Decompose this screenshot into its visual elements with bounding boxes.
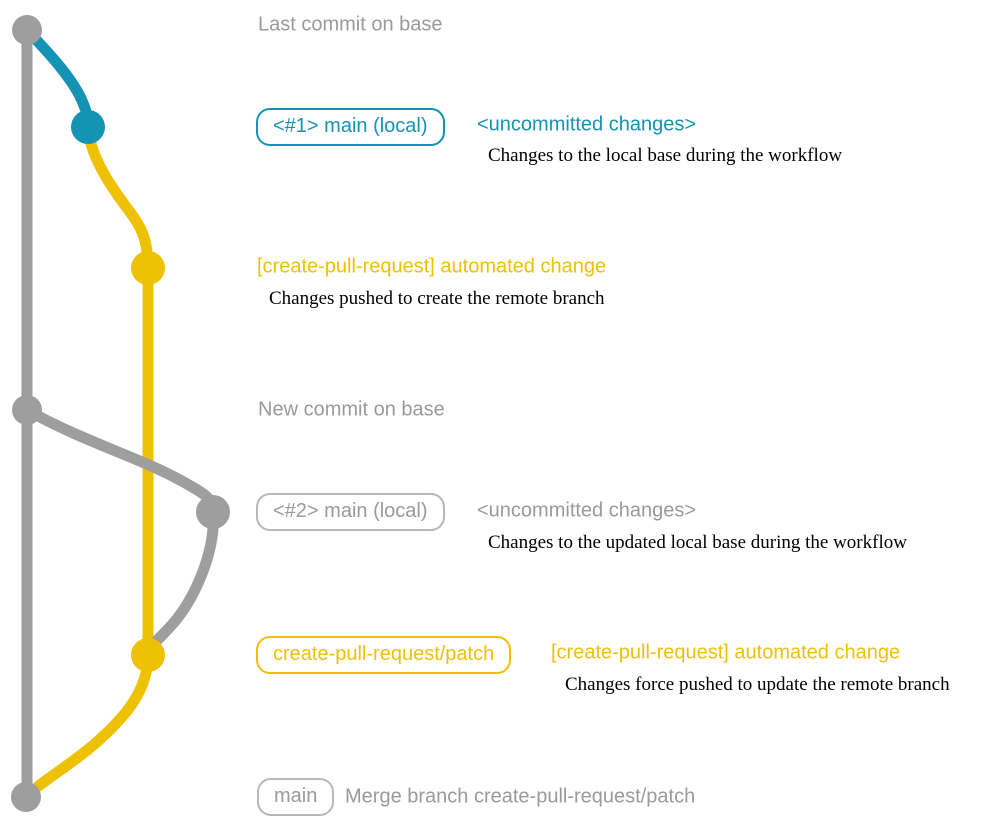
branch-badge-main-local-2: <#2> main (local): [256, 493, 445, 531]
commit-node-main-local-1: [71, 110, 105, 144]
commit1-message: <uncommitted changes>: [477, 113, 697, 136]
yellow-branch-curve-top: [82, 126, 154, 269]
branch-badge-main: main: [257, 778, 335, 816]
gray-rebase-curve-out: [24, 405, 219, 513]
commit2-note: Changes to the updated local base during…: [488, 532, 907, 553]
commit2-message: <uncommitted changes>: [477, 499, 697, 522]
commit-node-main-local-2: [196, 495, 230, 529]
branch-badge-main-local-1: <#1> main (local): [256, 108, 445, 146]
commit-node-merge: [11, 782, 41, 812]
push1-message: [create-pull-request] automated change: [257, 255, 607, 278]
yellow-merge-curve: [22, 654, 154, 801]
branch-badge-create-pull-request-patch: create-pull-request/patch: [256, 636, 512, 674]
new-commit-label: New commit on base: [258, 398, 445, 421]
last-commit-label: Last commit on base: [258, 13, 443, 36]
commit-node-push-2: [131, 638, 165, 672]
commit-node-last-base: [12, 15, 42, 45]
gray-rebase-curve-in: [142, 511, 219, 658]
commit1-note: Changes to the local base during the wor…: [488, 145, 843, 166]
commit-node-new-base: [12, 395, 42, 425]
push2-message: [create-pull-request] automated change: [551, 641, 901, 664]
blue-branch-curve: [23, 26, 94, 128]
push1-note: Changes pushed to create the remote bran…: [269, 288, 605, 309]
commit-node-push-1: [131, 251, 165, 285]
merge-message: Merge branch create-pull-request/patch: [345, 785, 696, 808]
push2-note: Changes force pushed to update the remot…: [565, 674, 950, 695]
